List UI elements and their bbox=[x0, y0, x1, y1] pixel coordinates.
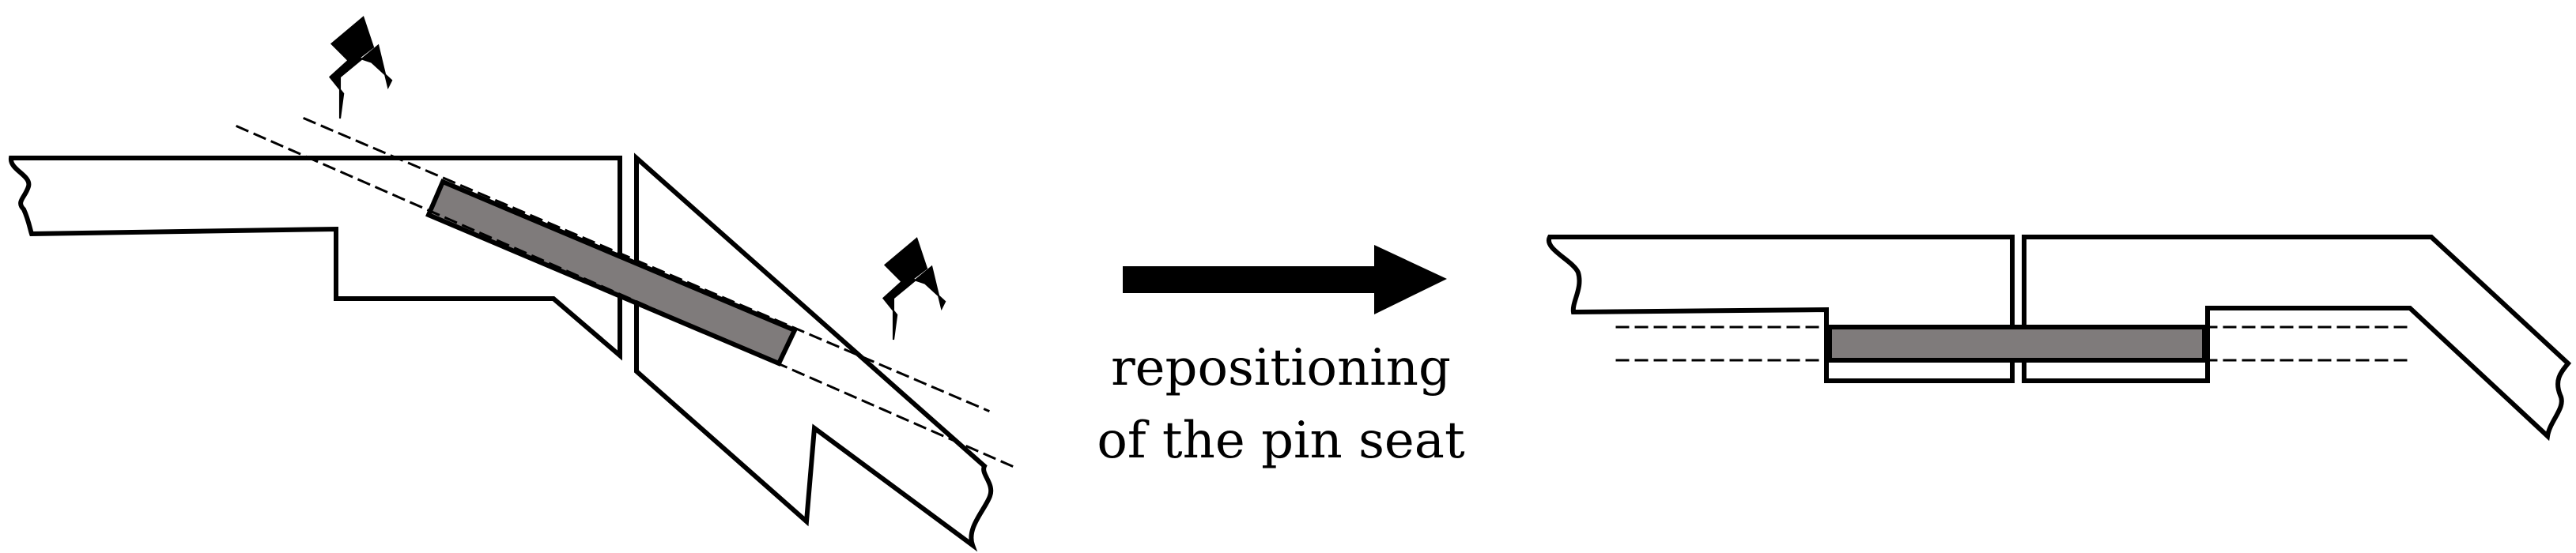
lightning-bolt-icon bbox=[882, 237, 946, 341]
caption-line-2: of the pin seat bbox=[1097, 412, 1465, 470]
aligned-left-part-outline bbox=[1546, 235, 2015, 383]
lightning-bolt-icon bbox=[329, 16, 393, 120]
pin-aligned bbox=[1827, 325, 2207, 363]
transition-caption: repositioning of the pin seat bbox=[1028, 332, 1534, 477]
right-part-outline bbox=[634, 152, 994, 552]
right-assembly bbox=[1546, 235, 2572, 442]
left-part-outline bbox=[9, 156, 622, 361]
arrow-right-icon bbox=[1123, 245, 1447, 314]
aligned-right-part-outline bbox=[2022, 235, 2572, 442]
dashed-line-lower bbox=[236, 125, 1014, 468]
caption-line-1: repositioning bbox=[1111, 339, 1451, 397]
left-assembly bbox=[9, 117, 1014, 552]
dashed-line-upper bbox=[303, 117, 990, 412]
pin-tilted bbox=[425, 179, 799, 367]
